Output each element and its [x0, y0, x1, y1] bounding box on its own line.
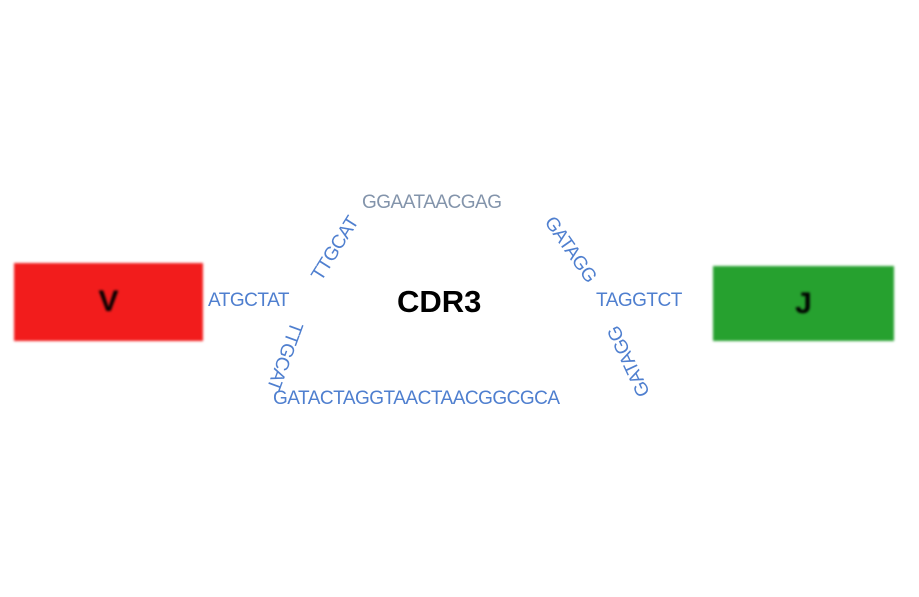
seq-v-junction: ATGCTAT — [208, 290, 289, 311]
seq-upper-right: GATAGG — [539, 212, 601, 287]
v-segment-label: V — [98, 285, 119, 318]
seq-upper-left: TTGCAT — [307, 212, 364, 285]
v-segment-box: V — [14, 263, 203, 341]
j-segment-label: J — [795, 286, 812, 320]
seq-lower-left: TTGCAT — [262, 318, 307, 394]
seq-top: GGAATAACGAG — [362, 192, 502, 213]
seq-j-junction: TAGGTCT — [596, 290, 682, 311]
j-segment-box: J — [713, 266, 894, 341]
cdr3-label: CDR3 — [397, 284, 482, 319]
seq-lower-right: GATAGG — [603, 322, 655, 400]
seq-bottom: GATACTAGGTAACTAACGGCGCA — [273, 388, 560, 409]
